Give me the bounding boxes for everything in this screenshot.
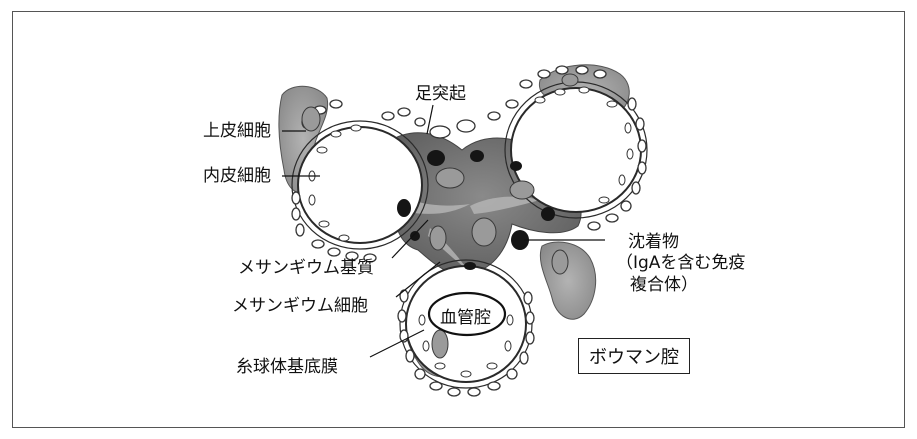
label-deposit-line3: 複合体） [616, 275, 745, 296]
label-bowman-space: ボウマン腔 [578, 338, 690, 374]
label-capillary-lumen: 血管腔 [440, 303, 491, 328]
label-deposit: 沈着物 （IgAを含む免疫 複合体） [616, 232, 745, 296]
label-basement-membrane: 糸球体基底膜 [236, 357, 338, 378]
label-mesangial-cell: メサンギウム細胞 [232, 296, 368, 317]
label-podocyte-process: 足突起 [415, 84, 466, 105]
label-deposit-line1: 沈着物 [616, 232, 745, 253]
label-deposit-line2: （IgAを含む免疫 [616, 253, 745, 274]
label-epithelial-cell: 上皮細胞 [203, 121, 271, 142]
label-mesangial-matrix: メサンギウム基質 [238, 258, 374, 279]
label-endothelial-cell: 内皮細胞 [203, 166, 271, 187]
